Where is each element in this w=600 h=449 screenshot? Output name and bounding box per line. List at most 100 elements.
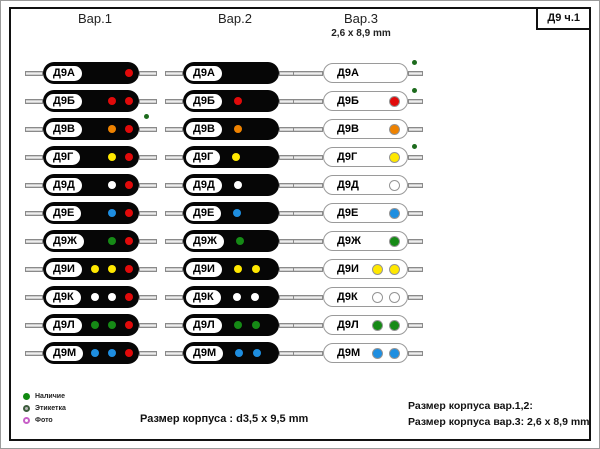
diode-row: Д9К [165,283,305,311]
green-code-dot-icon [390,236,399,246]
diode-lead-left [293,294,323,300]
blue-code-dot-icon [390,348,399,358]
diode-row: Д9Ж [25,227,165,255]
diode-label: Д9Г [46,149,81,165]
diode-lead-right [408,126,423,132]
legend-item: Фото [23,417,66,424]
diode-body: Д9И [183,258,279,280]
blue-code-dot-icon [253,349,262,357]
diode-lead-right [139,294,157,300]
outline-code-dot-icon [373,292,382,302]
diode-label: Д9К [186,289,221,305]
diode-row: Д9Г [293,143,429,171]
diode-row: Д9Е [165,199,305,227]
diode-lead-left [165,322,183,328]
dots [82,265,139,273]
diode-label: Д9Ж [186,233,224,249]
red-code-dot-icon [125,209,133,217]
diode-lead-left [25,350,43,356]
diode-body: Д9Д [183,174,279,196]
red-code-dot-icon [125,293,133,301]
diode-body: Д9В [323,119,408,139]
diode-lead-left [293,154,323,160]
legend-dot-icon [23,417,30,424]
orange-code-dot-icon [390,124,399,134]
diode-label: Д9В [337,122,359,135]
diode-lead-left [25,98,43,104]
green-code-dot-icon [108,237,116,245]
diode-lead-right [408,182,423,188]
diode-label: Д9Л [337,318,359,331]
legend: Наличие Этикетка Фото [23,393,66,424]
legend-label: Фото [35,417,53,424]
case-size-note-line1: Размер корпуса вар.1,2: [408,400,533,412]
diode-lead-right [408,350,423,356]
diode-label: Д9А [46,65,82,81]
yellow-code-dot-icon [108,153,116,161]
green-code-dot-icon [108,321,116,329]
diode-lead-left [293,350,323,356]
red-code-dot-icon [125,125,133,133]
legend-item: Этикетка [23,405,66,412]
diode-label: Д9Л [186,317,222,333]
diode-body: Д9Л [323,315,408,335]
yellow-code-dot-icon [233,265,242,273]
diode-body: Д9Д [43,174,139,196]
dots [221,209,279,217]
diode-row: Д9И [25,255,165,283]
dots [222,181,279,189]
dots [84,237,139,245]
yellow-code-dot-icon [251,265,260,273]
dots [223,349,279,357]
dots [220,153,279,161]
diode-body: Д9Г [323,144,417,167]
diode-label: Д9И [186,261,222,277]
dots [362,348,407,358]
green-code-dot-icon [91,321,99,329]
diode-lead-left [25,322,43,328]
yellow-code-dot-icon [232,153,241,161]
diode-row: Д9В [25,114,165,143]
green-code-dot-icon [390,320,399,330]
diode-lead-left [293,238,323,244]
diode-body: Д9Д [323,175,408,195]
dots [361,264,407,274]
diode-body: Д9В [43,114,149,140]
diode-lead-left [25,154,43,160]
red-code-dot-icon [125,237,133,245]
diode-row: Д9Л [25,311,165,339]
diode-row: Д9В [165,115,305,143]
legend-label: Этикетка [35,405,66,412]
green-code-dot-icon [373,320,382,330]
dots [360,292,407,302]
outline-code-dot-icon [390,292,399,302]
diode-row: Д9М [25,339,165,367]
orange-code-dot-icon [108,125,116,133]
diode-row: Д9И [293,255,429,283]
red-code-dot-icon [125,181,133,189]
diode-lead-right [408,294,423,300]
diode-lead-left [293,98,323,104]
dots [360,208,407,218]
diode-lead-left [165,238,183,244]
diode-lead-right [139,126,157,132]
dots [82,321,139,329]
dots [82,97,139,105]
yellow-code-dot-icon [390,264,399,274]
green-code-dot-icon [235,237,244,245]
diode-label: Д9В [46,121,82,137]
dots [222,97,279,105]
diode-lead-left [293,322,323,328]
red-code-dot-icon [125,97,133,105]
diode-lead-left [165,266,183,272]
diode-label: Д9Ж [46,233,84,249]
blue-code-dot-icon [233,209,242,217]
diode-row: Д9А [165,59,305,87]
blue-code-dot-icon [235,349,244,357]
diode-lead-right [139,322,157,328]
diode-row: Д9К [25,283,165,311]
diode-row: Д9Ж [165,227,305,255]
diode-body: Д9Г [183,146,279,168]
dots [82,181,139,189]
